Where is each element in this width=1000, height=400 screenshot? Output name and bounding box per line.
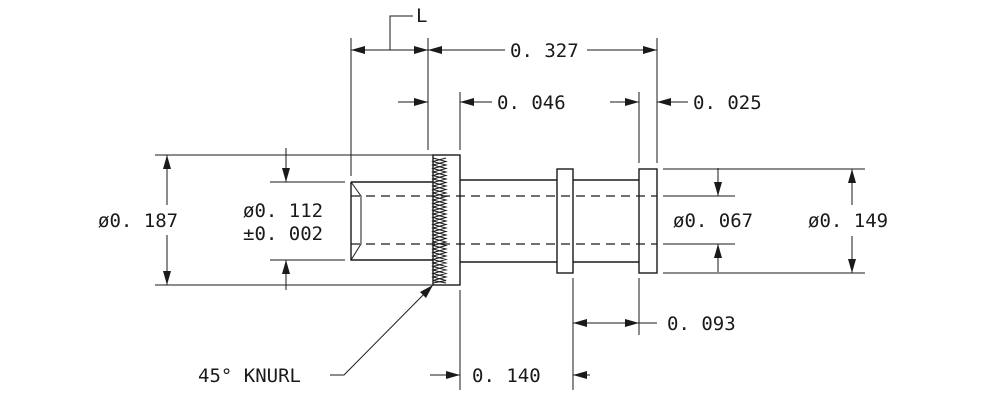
part-outline <box>350 154 658 286</box>
label-collar-offset: 0. 140 <box>472 365 541 387</box>
knurl-crosshatch <box>431 157 448 284</box>
label-flange-width: 0. 025 <box>693 92 762 114</box>
label-knurl-note: 45° KNURL <box>198 365 301 387</box>
dimension-labels: L 0. 327 0. 046 0. 025 ø0. 187 ø0. 112 ±… <box>98 5 888 387</box>
label-overall-length: 0. 327 <box>510 40 579 62</box>
label-length-ref: L <box>416 5 427 27</box>
label-flange-diameter: ø0. 149 <box>808 210 888 232</box>
dimension-lines <box>163 15 856 379</box>
knurl-pattern <box>431 157 448 284</box>
bore-hidden-lines <box>350 181 657 261</box>
label-flange-spacing: 0. 093 <box>667 313 736 335</box>
label-bore-diameter: ø0. 112 <box>243 200 323 222</box>
label-bore-tolerance: ±0. 002 <box>243 223 323 245</box>
label-shank-diameter: ø0. 067 <box>673 210 753 232</box>
knurl-zigzag <box>431 157 448 284</box>
extension-lines <box>155 38 865 390</box>
label-head-diameter: ø0. 187 <box>98 210 178 232</box>
label-groove-width: 0. 046 <box>497 92 566 114</box>
